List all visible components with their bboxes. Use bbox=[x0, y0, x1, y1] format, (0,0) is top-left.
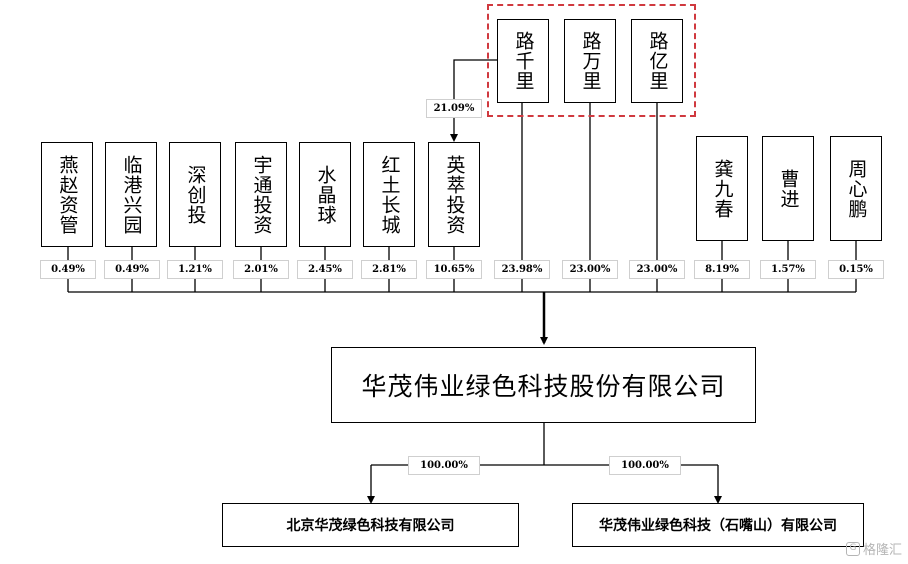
shareholder-name: 燕赵资管 bbox=[56, 154, 79, 235]
holder-lu-wanli: 路万里 bbox=[564, 19, 616, 103]
shareholder-name: 深创投 bbox=[184, 164, 207, 225]
percent-label: 1.57% bbox=[760, 260, 816, 279]
controlling-holders-group bbox=[487, 4, 696, 117]
shareholder-name: 英萃投资 bbox=[443, 154, 466, 235]
shareholder-name: 红土长城 bbox=[378, 154, 401, 235]
shareholder-lingang: 临港兴园 bbox=[105, 142, 157, 247]
percent-label: 0.49% bbox=[40, 260, 96, 279]
percent-label: 1.21% bbox=[167, 260, 223, 279]
shareholder-shenchuangtou: 深创投 bbox=[169, 142, 221, 247]
shareholder-name: 宇通投资 bbox=[250, 154, 273, 235]
lu-to-yingcui-percent: 21.09% bbox=[426, 99, 482, 118]
shareholder-yingcui: 英萃投资 bbox=[428, 142, 480, 247]
shareholder-name: 水晶球 bbox=[314, 164, 337, 225]
holder-name: 路千里 bbox=[512, 31, 535, 91]
subsidiary-percent: 100.00% bbox=[609, 456, 681, 475]
company-name: 华茂伟业绿色科技股份有限公司 bbox=[361, 372, 726, 401]
subsidiary-percent: 100.00% bbox=[408, 456, 480, 475]
watermark-text: 格隆汇 bbox=[862, 543, 902, 558]
watermark-logo-icon: G bbox=[845, 541, 860, 556]
percent-label: 2.01% bbox=[233, 260, 289, 279]
shareholder-name: 周心鹏 bbox=[845, 158, 868, 219]
percent-label: 8.19% bbox=[694, 260, 750, 279]
holder-lu-qianli: 路千里 bbox=[497, 19, 549, 103]
percent-label: 23.00% bbox=[562, 260, 618, 279]
shareholder-yutong: 宇通投资 bbox=[235, 142, 287, 247]
shareholder-gong-jiuchun: 龚九春 bbox=[696, 136, 748, 241]
percent-label: 0.15% bbox=[828, 260, 884, 279]
percent-label: 10.65% bbox=[426, 260, 482, 279]
watermark: G 格隆汇 bbox=[845, 539, 902, 558]
subsidiary-name: 华茂伟业绿色科技（石嘴山）有限公司 bbox=[599, 518, 837, 534]
holder-name: 路亿里 bbox=[646, 31, 669, 91]
shareholder-name: 临港兴园 bbox=[120, 154, 143, 235]
shareholder-shuijingqiu: 水晶球 bbox=[299, 142, 351, 247]
percent-label: 0.49% bbox=[104, 260, 160, 279]
subsidiary-shizuishan: 华茂伟业绿色科技（石嘴山）有限公司 bbox=[572, 503, 864, 547]
percent-label: 2.45% bbox=[297, 260, 353, 279]
shareholder-yanzhao: 燕赵资管 bbox=[41, 142, 93, 247]
subsidiary-name: 北京华茂绿色科技有限公司 bbox=[286, 518, 455, 534]
shareholder-zhou-xinpeng: 周心鹏 bbox=[830, 136, 882, 241]
shareholder-cao-jin: 曹进 bbox=[762, 136, 814, 241]
percent-label: 23.00% bbox=[629, 260, 685, 279]
subsidiary-beijing: 北京华茂绿色科技有限公司 bbox=[222, 503, 519, 547]
percent-label: 2.81% bbox=[361, 260, 417, 279]
percent-label: 23.98% bbox=[494, 260, 550, 279]
holder-name: 路万里 bbox=[579, 31, 602, 91]
company-box: 华茂伟业绿色科技股份有限公司 bbox=[331, 347, 756, 423]
shareholder-hongtu: 红土长城 bbox=[363, 142, 415, 247]
shareholder-name: 曹进 bbox=[777, 168, 800, 209]
holder-lu-yili: 路亿里 bbox=[631, 19, 683, 103]
shareholder-name: 龚九春 bbox=[711, 158, 734, 219]
